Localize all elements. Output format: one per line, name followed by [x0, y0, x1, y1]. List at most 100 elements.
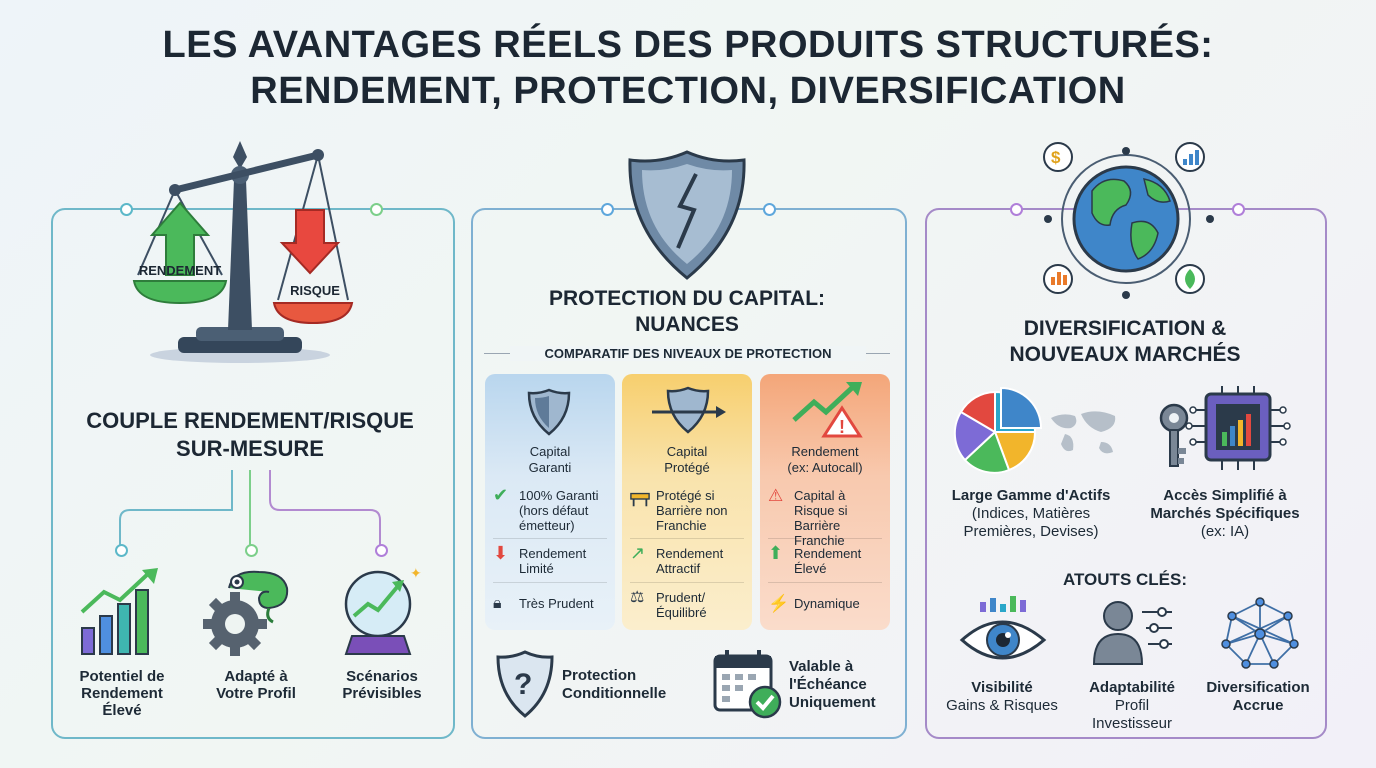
- calendar-check-icon: [713, 650, 782, 719]
- left-item-3-line-2: Prévisibles: [342, 685, 422, 702]
- connector-dot: [245, 544, 258, 557]
- feature-2-title-line-1: Accès Simplifié à: [1163, 487, 1287, 504]
- svg-text:$: $: [1051, 148, 1061, 167]
- column-row-text: Très Prudent: [519, 596, 594, 611]
- left-item-1-line-3: Élevé: [102, 702, 142, 719]
- bottom-left-line-1: Protection: [562, 667, 637, 684]
- left-item-3-label: Scénarios Prévisibles: [322, 668, 442, 702]
- center-subheading: COMPARATIF DES NIVEAUX DE PROTECTION: [510, 346, 866, 361]
- eye-icon: [959, 596, 1047, 660]
- left-heading: COUPLE RENDEMENT/RISQUE SUR-MESURE: [60, 407, 440, 463]
- shield-icon: [628, 150, 746, 280]
- divider: [493, 538, 607, 539]
- check-icon: ✔: [493, 485, 509, 505]
- left-heading-line-1: COUPLE RENDEMENT/RISQUE: [86, 408, 414, 433]
- lightning-icon: ⚡: [768, 594, 790, 613]
- center-heading: PROTECTION DU CAPITAL: NUANCES: [480, 286, 894, 338]
- center-heading-line-1: PROTECTION DU CAPITAL:: [548, 287, 826, 310]
- atouts-cles-label: ATOUTS CLÉS:: [1062, 570, 1188, 589]
- column-title-line-2: (ex: Autocall): [787, 460, 863, 475]
- connector-dot: [115, 544, 128, 557]
- title-line-1: LES AVANTAGES RÉELS DES PRODUITS STRUCTU…: [162, 24, 1214, 66]
- divider: [630, 538, 744, 539]
- page-title: LES AVANTAGES RÉELS DES PRODUITS STRUCTU…: [0, 22, 1376, 114]
- column-row-text: Rendement Élevé: [794, 546, 862, 576]
- bottom-right-line-1: Valable à: [789, 658, 854, 675]
- connector-dot: [1232, 203, 1245, 216]
- divider: [768, 538, 882, 539]
- column-title-line-1: Rendement: [791, 444, 859, 459]
- feature-2-sub: (ex: IA): [1200, 523, 1250, 540]
- column-row-text: Rendement Limité: [519, 546, 587, 576]
- column-capital-garanti: Capital Garanti ✔ 100% Garanti (hors déf…: [485, 374, 615, 630]
- atout-3-title: Diversification: [1206, 679, 1310, 696]
- left-heading-line-2: SUR-MESURE: [176, 436, 324, 461]
- echeance-label: Valable à l'Échéance Uniquement: [789, 658, 899, 712]
- feature-1-sub-line-2: Premières, Devises): [963, 523, 1099, 540]
- column-row-text: 100% Garanti (hors défaut émetteur): [519, 488, 599, 533]
- barrier-icon: [630, 492, 650, 507]
- atout-2-sub-2: Investisseur: [1091, 715, 1173, 732]
- column-title-line-1: Capital: [666, 444, 708, 459]
- connector-dot: [375, 544, 388, 557]
- connector-dot: [370, 203, 383, 216]
- right-heading-line-2: NOUVEAUX MARCHÉS: [1009, 343, 1241, 366]
- divider: [768, 582, 882, 583]
- left-item-2-line-2: Votre Profil: [216, 685, 296, 702]
- atout-visibilite: Visibilité Gains & Risques: [936, 679, 1068, 715]
- connector-dot: [763, 203, 776, 216]
- arrow-down-icon: ⬇: [493, 543, 509, 563]
- bottom-left-line-2: Conditionnelle: [562, 685, 667, 702]
- shield-barrier-icon: [652, 386, 726, 434]
- key-chip-icon: [1159, 386, 1291, 470]
- protection-conditionnelle-label: Protection Conditionnelle: [562, 667, 702, 703]
- feature-large-gamme: Large Gamme d'Actifs (Indices, Matières …: [936, 487, 1126, 541]
- right-heading: DIVERSIFICATION & NOUVEAUX MARCHÉS: [940, 316, 1310, 368]
- svg-text:?: ?: [514, 668, 532, 701]
- connector-dot: [120, 203, 133, 216]
- column-row-text: Protégé si Barrière non Franchie: [656, 488, 728, 533]
- left-item-1-line-1: Potentiel de: [79, 668, 165, 685]
- column-row-text: Rendement Attractif: [656, 546, 724, 576]
- column-rendement-autocall: ! Rendement (ex: Autocall) ⚠ Capital à R…: [760, 374, 890, 630]
- shield-small-icon: [527, 388, 571, 436]
- column-title: Capital Garanti: [485, 444, 615, 476]
- left-item-2-label: Adapté à Votre Profil: [196, 668, 316, 702]
- left-item-3-line-1: Scénarios: [346, 668, 418, 685]
- warning-icon: ⚠: [768, 486, 784, 505]
- bottom-right-line-3: Uniquement: [789, 694, 876, 711]
- atout-2-title: Adaptabilité: [1089, 679, 1175, 696]
- atout-3-sub-1: Accrue: [1232, 697, 1284, 714]
- crystal-ball-icon: ✦: [344, 566, 422, 655]
- connector-dot: [1010, 203, 1023, 216]
- pie-world-map-icon: [953, 386, 1116, 474]
- bar-chart-up-icon: [80, 568, 158, 655]
- atout-diversification: Diversification Accrue: [1194, 679, 1322, 715]
- atout-1-sub-1: Gains & Risques: [946, 697, 1058, 714]
- column-title: Rendement (ex: Autocall): [760, 444, 890, 476]
- atout-2-sub-1: Profil: [1114, 697, 1150, 714]
- balance-scale-icon: [132, 141, 354, 363]
- left-item-2-line-1: Adapté à: [224, 668, 288, 685]
- arrow-up-icon: ⬆: [768, 543, 784, 563]
- center-heading-line-2: NUANCES: [635, 313, 739, 336]
- left-item-1-label: Potentiel de Rendement Élevé: [62, 668, 182, 719]
- connector-dot: [601, 203, 614, 216]
- column-title-line-2: Protégé: [664, 460, 710, 475]
- arrow-up-right-icon: ↗: [630, 543, 646, 563]
- bottom-right-line-2: l'Échéance: [789, 676, 867, 693]
- column-title-line-2: Garanti: [528, 460, 572, 475]
- feature-2-title-line-2: Marchés Spécifiques: [1150, 505, 1300, 522]
- svg-text:!: !: [839, 417, 845, 437]
- divider: [630, 582, 744, 583]
- lock-icon: 🔒︎: [493, 595, 502, 612]
- question-shield-icon: ?: [496, 650, 554, 718]
- atout-adaptabilite: Adaptabilité Profil Investisseur: [1070, 679, 1194, 733]
- left-item-1-line-2: Rendement: [81, 685, 163, 702]
- column-title-line-1: Capital: [529, 444, 571, 459]
- network-icon: [1221, 597, 1299, 669]
- title-line-2: RENDEMENT, PROTECTION, DIVERSIFICATION: [250, 70, 1126, 112]
- atout-1-title: Visibilité: [971, 679, 1033, 696]
- scale-label-risque: RISQUE: [290, 283, 340, 298]
